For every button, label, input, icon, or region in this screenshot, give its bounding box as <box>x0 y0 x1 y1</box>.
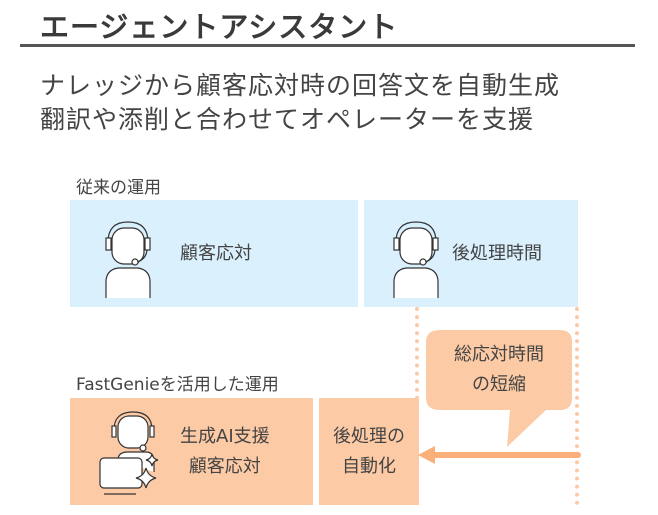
callout-bubble <box>426 330 572 447</box>
fastgenie-ops-label: FastGenieを活用した運用 <box>76 375 279 395</box>
callout-line1: 総応対時間 <box>454 344 544 365</box>
operator-headset-icon <box>105 221 151 298</box>
ai-box1-line2: 顧客応対 <box>188 456 261 477</box>
callout-text: 総応対時間の短縮 <box>426 340 572 400</box>
ai-box1-text: 生成AI支援顧客応対 <box>180 422 270 482</box>
subtitle-line-2: 翻訳や添削と合わせてオペレーターを支援 <box>40 105 535 134</box>
ai-box2-text: 後処理の自動化 <box>319 422 419 482</box>
ai-box2-line2: 自動化 <box>342 456 396 477</box>
callout-line2: の短縮 <box>472 374 526 395</box>
current-ops-label: 従来の運用 <box>76 178 161 198</box>
operator-laptop-sparkle-icon <box>99 411 159 495</box>
current-box2-text: 後処理時間 <box>452 243 542 264</box>
current-box1-text: 顧客応対 <box>180 243 252 264</box>
arrow-head-icon <box>418 446 435 464</box>
current-post-processing-box: 後処理時間 <box>364 200 578 307</box>
subtitle-line-1: ナレッジから顧客応対時の回答文を自動生成 <box>40 71 561 100</box>
ai-customer-response-box: 生成AI支援顧客応対 <box>70 398 313 505</box>
ai-box1-line1: 生成AI支援 <box>180 426 270 447</box>
ai-box2-line1: 後処理の <box>333 426 405 447</box>
title-underline <box>20 44 635 47</box>
auto-post-processing-box: 後処理の自動化 <box>319 398 419 505</box>
current-customer-response-box: 顧客応対 <box>70 200 358 307</box>
dotted-guide-right <box>575 307 579 505</box>
operator-headset-icon <box>393 221 439 298</box>
page-title: エージェントアシスタント <box>40 10 399 44</box>
